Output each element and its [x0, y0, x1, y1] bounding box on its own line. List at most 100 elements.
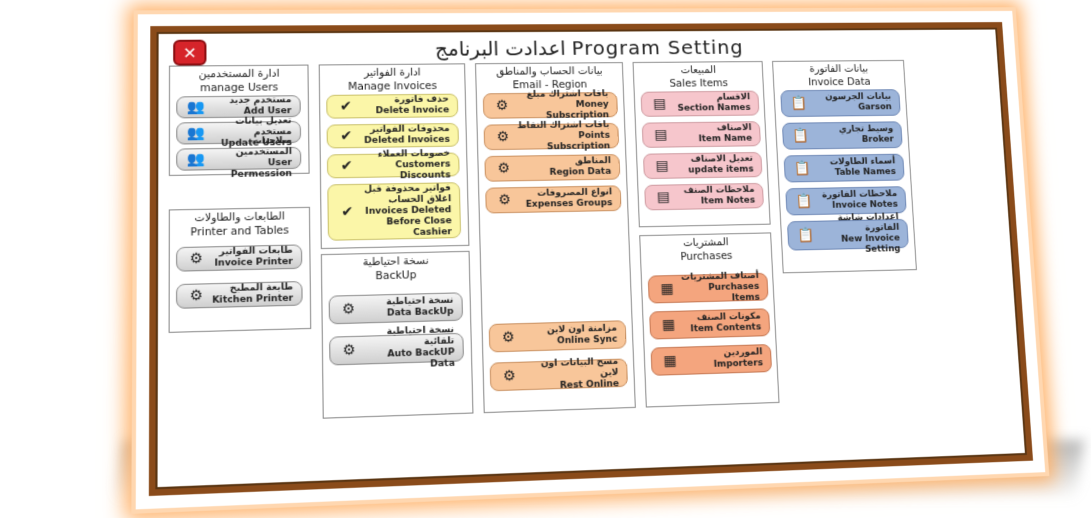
- check-icon: ✔: [340, 127, 353, 144]
- kitchen-printer-en: Kitchen Printer: [212, 293, 294, 306]
- section-names-en: Section Names: [677, 103, 751, 114]
- note-icon: 📋: [793, 160, 812, 177]
- invoices-deleted-ar: فواتير محذوفة قبل اغلاق الحساب: [363, 182, 452, 205]
- gear-icon: ⚙: [342, 341, 356, 359]
- table-icon: ▦: [661, 316, 676, 333]
- user-permission-en: User Permession: [230, 157, 293, 180]
- importers-en: Importers: [713, 358, 764, 370]
- section-users-title-ar: ادارة المستخدمين: [198, 67, 280, 81]
- note-icon: 📋: [797, 227, 815, 244]
- money-subscription-en: Money Subscription: [545, 99, 610, 121]
- region-data-ar: المناطق: [574, 156, 611, 167]
- section-names-ar: الاقسام: [716, 92, 751, 103]
- expenses-groups-ar: انواع المصروفات: [536, 187, 613, 199]
- section-users-title-en: manage Users: [199, 81, 279, 95]
- section-email-region: بيانات الحساب والمناطق Email - Region ⚙ …: [475, 62, 636, 414]
- expenses-groups-en: Expenses Groups: [525, 198, 613, 210]
- user-icon: 👥: [187, 98, 206, 115]
- purchases-items-en: Purchases Items: [708, 281, 760, 303]
- item-name-ar: الاصناف: [716, 123, 752, 134]
- delete-invoice-en: Delete Invoice: [375, 105, 450, 117]
- card-icon: ▤: [653, 126, 668, 143]
- section-invoices-title-ar: ادارة الفواتير: [363, 66, 421, 79]
- section-invoice-data: بيانات الفاتورة Invoice Data 📋 بيانات ال…: [772, 59, 917, 274]
- new-invoice-setting-en: New Invoice Setting: [841, 233, 901, 255]
- check-icon: ✔: [339, 98, 352, 115]
- gear-icon: ⚙: [498, 191, 512, 208]
- item-name-en: Item Name: [698, 133, 753, 145]
- add-user-ar: مستخدم جديد: [229, 95, 292, 106]
- auto-backup-ar: نسخة احتياطية تلقائية: [386, 324, 455, 348]
- table-icon: ▦: [660, 280, 674, 297]
- user-permission-ar: صلاحيات المستخدمين: [235, 135, 292, 158]
- user-icon: 👥: [187, 124, 206, 141]
- garson-ar: بيانات الجرسون: [824, 92, 892, 103]
- deleted-invoices-ar: محذوفات الفواتير: [369, 124, 450, 135]
- broker-en: Broker: [861, 134, 895, 145]
- invoice-notes-en: Invoice Notes: [831, 199, 899, 211]
- invoice-printer-en: Invoice Printer: [214, 256, 293, 269]
- invoice-printer-ar: طابعات الفواتير: [219, 245, 293, 258]
- data-backup-en: Data BackUp: [386, 306, 454, 319]
- online-sync-en: Online Sync: [556, 334, 618, 347]
- update-items-ar: تعديل الاصناف: [690, 154, 754, 165]
- invoices-deleted-en: Invoices Deleted Before Close Cashier: [365, 204, 452, 238]
- section-invoice-data-title-ar: بيانات الفاتورة: [809, 63, 869, 75]
- section-sales-title-ar: المبيعات: [680, 64, 717, 77]
- online-sync-ar: مزامنة اون لاين: [546, 323, 618, 336]
- broker-ar: وسيط تجاري: [838, 124, 894, 135]
- note-icon: 📋: [791, 127, 810, 144]
- money-subscription-ar: باقات اشتراك مبلغ: [526, 88, 609, 100]
- gear-icon: ⚙: [501, 328, 515, 346]
- section-users: ادارة المستخدمين manage Users 👥 مستخدم ج…: [168, 64, 310, 180]
- section-printers-title-en: Printer and Tables: [190, 224, 289, 239]
- gear-icon: ⚙: [189, 287, 203, 304]
- item-contents-ar: مكونات الصنف: [696, 311, 761, 324]
- gear-icon: ⚙: [496, 128, 510, 145]
- table-names-en: Table Names: [834, 167, 897, 178]
- purchases-items-ar: أصناف المشتريات: [680, 270, 759, 283]
- card-icon: ▤: [652, 95, 667, 112]
- card-icon: ▤: [655, 157, 669, 174]
- section-invoices: ادارة الفواتير Manage Invoices ✔ حذف فات…: [318, 63, 470, 250]
- gear-icon: ⚙: [341, 300, 356, 318]
- table-icon: ▦: [663, 352, 677, 369]
- kitchen-printer-ar: طابعة المطبخ: [229, 282, 294, 295]
- rest-online-en: Rest Online: [559, 378, 620, 391]
- new-invoice-setting-ar: اعدادات شاشة الفاتورة: [837, 212, 900, 234]
- deleted-invoices-en: Deleted Invoices: [364, 134, 450, 146]
- section-purchases-title-en: Purchases: [680, 249, 733, 263]
- section-printers: الطابعات والطاولات Printer and Tables ⚙ …: [168, 206, 312, 333]
- delete-invoice-ar: حذف فاتورة: [394, 94, 449, 106]
- window-title: اعدادت البرنامج Program Setting: [434, 35, 744, 61]
